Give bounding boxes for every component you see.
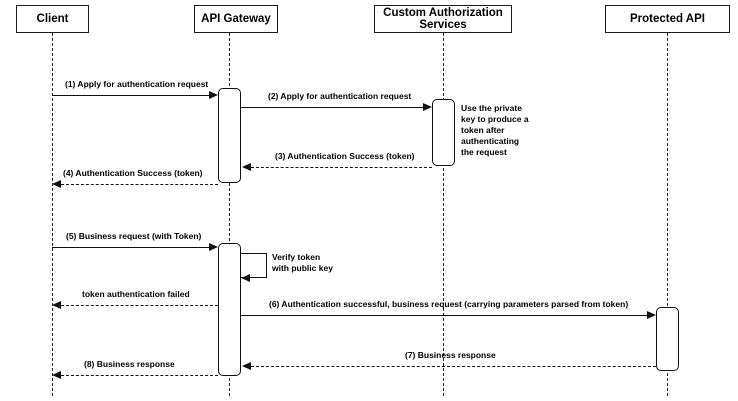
arrow-head-2-icon — [423, 102, 432, 111]
message-line-2 — [241, 107, 424, 108]
message-label-4: (4) Authentication Success (token) — [63, 168, 203, 178]
message-label-5: (5) Business request (with Token) — [66, 231, 202, 241]
message-label-8: (8) Business response — [84, 359, 175, 369]
message-label-3: (3) Authentication Success (token) — [275, 151, 415, 161]
arrow-head-token-failed-icon — [52, 300, 61, 309]
message-line-4 — [61, 184, 218, 185]
arrow-head-1-icon — [209, 90, 218, 99]
activation-protected-api-1 — [656, 307, 679, 371]
arrow-head-3-icon — [242, 162, 251, 171]
arrow-head-5-icon — [209, 242, 218, 251]
lifeline-protected-api — [667, 33, 668, 396]
message-line-3 — [251, 167, 432, 168]
message-line-7 — [251, 366, 656, 367]
participant-box-api-gateway[interactable]: API Gateway — [194, 5, 278, 33]
lifeline-api-gateway — [229, 33, 230, 396]
message-line-6 — [241, 315, 648, 316]
note-private-key-line-1: Use the private — [461, 103, 522, 113]
self-message-loop-verify-token — [241, 253, 267, 278]
note-private-key-line-4: authenticating — [461, 136, 520, 146]
arrow-head-7-icon — [242, 361, 251, 370]
arrow-head-self-verify-icon — [241, 273, 250, 282]
note-verify-token-line-2: with public key — [272, 263, 333, 273]
note-verify-token-line-1: Verify token — [272, 252, 321, 262]
message-line-1 — [52, 95, 210, 96]
arrow-head-6-icon — [647, 310, 656, 319]
message-line-8 — [61, 375, 218, 376]
participant-box-client[interactable]: Client — [16, 5, 89, 33]
note-private-key-line-5: the request — [461, 147, 507, 157]
message-label-6: (6) Authentication successful, business … — [269, 299, 629, 309]
participant-label-custom-authorization-services: Custom Authorization Services — [383, 6, 503, 32]
message-label-2: (2) Apply for authentication request — [268, 91, 412, 101]
participant-label-client: Client — [36, 12, 69, 25]
note-private-key-line-3: token after — [461, 125, 505, 135]
lifeline-client — [52, 33, 53, 396]
note-verify-token: Verify token with public key — [272, 252, 342, 274]
activation-custom-authorization-services-1 — [432, 99, 455, 166]
activation-api-gateway-2 — [218, 243, 241, 376]
message-label-1: (1) Apply for authentication request — [65, 79, 209, 89]
message-label-token-authentication-failed: token authentication failed — [82, 289, 190, 299]
participant-label-api-gateway: API Gateway — [201, 12, 271, 25]
activation-api-gateway-1 — [218, 88, 241, 183]
lifeline-custom-authorization-services — [443, 33, 444, 396]
participant-box-protected-api[interactable]: Protected API — [605, 5, 730, 33]
message-label-7: (7) Business response — [405, 350, 496, 360]
participant-label-protected-api: Protected API — [630, 12, 705, 25]
note-private-key-line-2: key to produce a — [461, 114, 529, 124]
arrow-head-4-icon — [52, 179, 61, 188]
note-private-key: Use the private key to produce a token a… — [461, 103, 551, 158]
arrow-head-8-icon — [52, 370, 61, 379]
message-line-5 — [52, 247, 210, 248]
message-line-token-authentication-failed — [61, 305, 218, 306]
participant-box-custom-authorization-services[interactable]: Custom Authorization Services — [374, 5, 512, 33]
